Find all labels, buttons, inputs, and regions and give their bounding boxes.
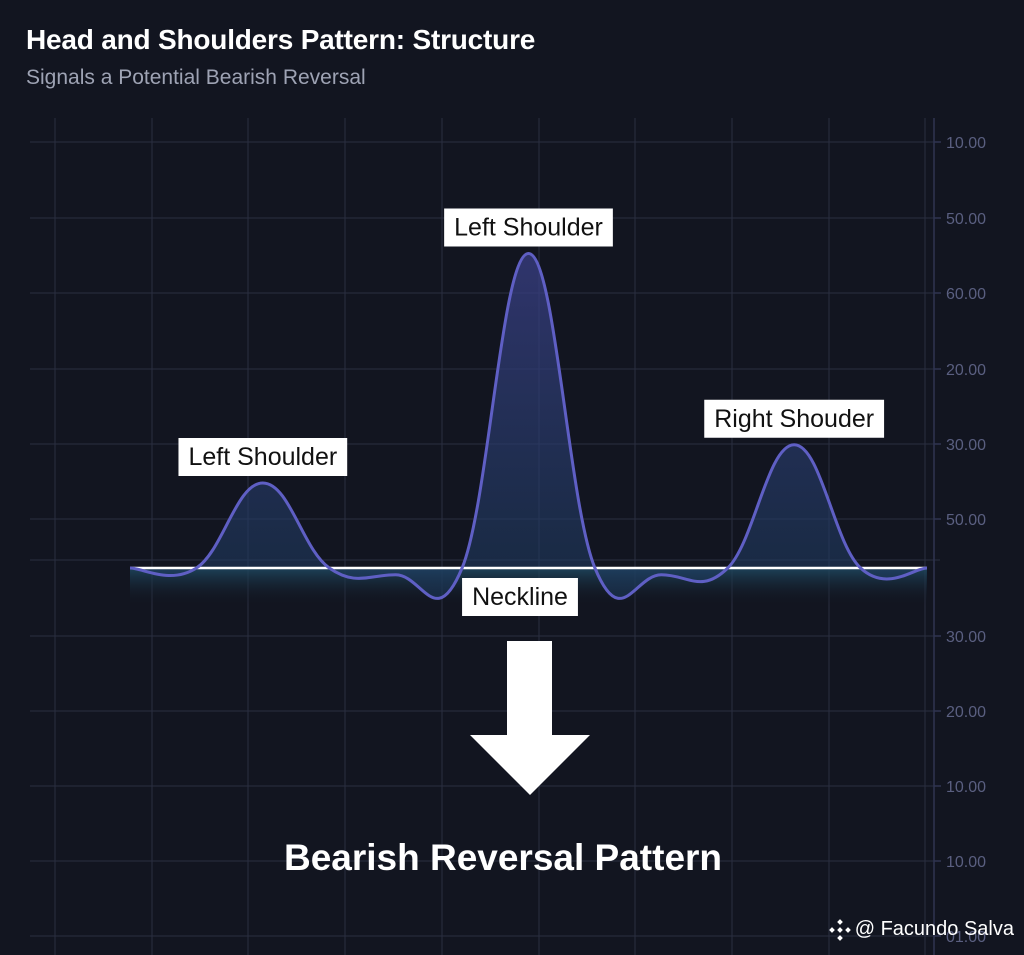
- down-arrow-layer: Bearish Reversal Pattern: [284, 641, 722, 878]
- y-tick-label: 50.00: [946, 512, 986, 529]
- y-tick-label: 01.00: [946, 929, 986, 946]
- y-axis-ticks: 10.00 50.00 60.00 20.00 30.00 50.00 30.00 20.00…: [934, 135, 986, 946]
- attribution: @ Facundo Salva: [828, 918, 1014, 941]
- down-arrow-icon: [470, 641, 590, 795]
- grid-lines: [30, 118, 940, 955]
- y-tick-label: 10.00: [946, 854, 986, 871]
- y-tick-label: 50.00: [946, 211, 986, 228]
- y-tick-label: 30.00: [946, 437, 986, 454]
- annotation-label-1: Left Shoulder: [178, 438, 348, 476]
- y-tick-label: 20.00: [946, 362, 986, 379]
- svg-text:Left Shoulder: Left Shoulder: [454, 214, 603, 242]
- binance-logo-icon: [828, 918, 851, 941]
- price-line-layer: [129, 252, 928, 600]
- chart-title: Head and Shoulders Pattern: Structure: [26, 24, 536, 55]
- y-tick-label: 60.00: [946, 286, 986, 303]
- y-tick-label: 10.00: [946, 135, 986, 152]
- annotation-label-3: Right Shouder: [704, 399, 885, 438]
- svg-text:Neckline: Neckline: [472, 583, 568, 611]
- y-tick-label: 10.00: [946, 779, 986, 796]
- caption-text: Bearish Reversal Pattern: [284, 837, 722, 878]
- y-tick-label: 30.00: [946, 629, 986, 646]
- pattern-area-fill: [130, 253, 927, 599]
- svg-text:Left Shoulder: Left Shoulder: [188, 443, 337, 471]
- chart-subtitle: Signals a Potential Bearish Reversal: [26, 66, 366, 89]
- annotation-label-2: Left Shoulder: [444, 208, 613, 247]
- attribution-text: @ Facundo Salva: [854, 918, 1014, 940]
- svg-text:Right Shouder: Right Shouder: [714, 405, 874, 433]
- price-line: [129, 252, 928, 600]
- y-tick-label: 20.00: [946, 704, 986, 721]
- neckline-label: Neckline: [462, 578, 578, 616]
